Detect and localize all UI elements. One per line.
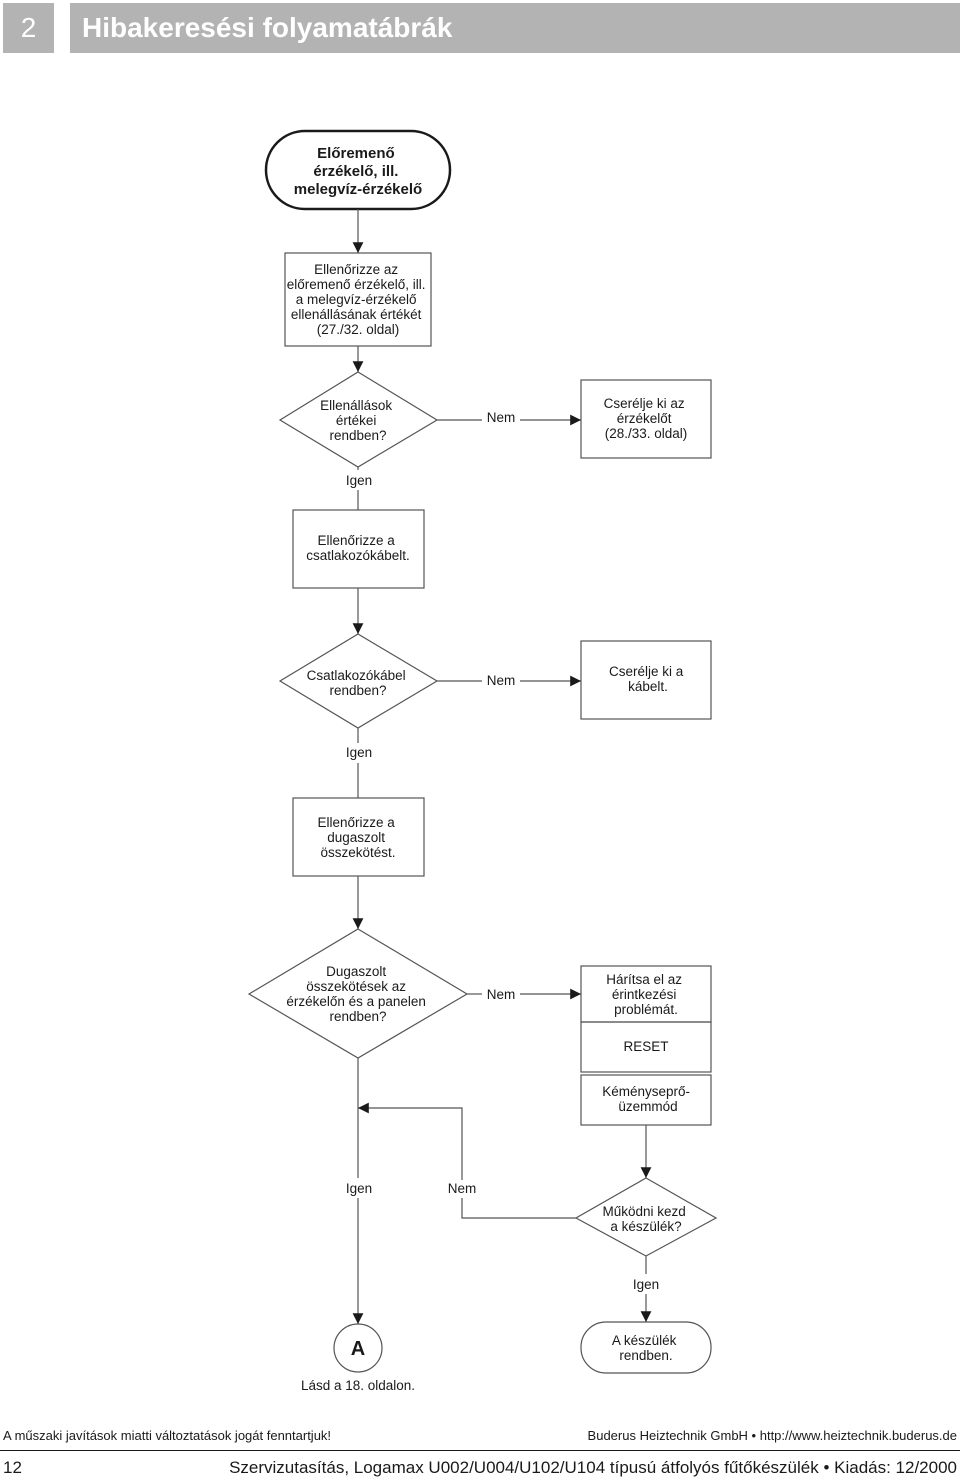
label-yes-resistance: Igen: [346, 473, 372, 488]
replace-sensor-label: Cserélje ki az érzékelőt (28./33. oldal): [604, 396, 689, 441]
label-no-works: Nem: [448, 1181, 477, 1196]
replace-cable-label: Cserélje ki a kábelt.: [609, 664, 687, 694]
document-title: Szervizutasítás, Logamax U002/U004/U102/…: [229, 1458, 957, 1477]
decision-cable-label: Csatlakozókábel rendben?: [307, 668, 410, 698]
edge-works-no: [461, 1198, 576, 1219]
label-no-cable: Nem: [487, 673, 516, 688]
device-ok-label: A készülék rendben.: [612, 1333, 680, 1363]
label-no-plug: Nem: [487, 987, 516, 1002]
reset-box: [580, 1021, 712, 1073]
decision-resistance-label: Ellenállások értékei rendben?: [320, 398, 396, 443]
footer-disclaimer: A műszaki javítások miatti változtatások…: [3, 1428, 332, 1443]
start-label: Előremenő érzékelő, ill. melegvíz-érzéke…: [294, 145, 422, 198]
connector-a-note: Lásd a 18. oldalon.: [301, 1378, 415, 1393]
check-plug-label: Ellenőrizze a dugaszolt összekötést.: [317, 815, 398, 860]
footer-company: Buderus Heiztechnik GmbH • http://www.he…: [587, 1428, 957, 1443]
check-cable-label: Ellenőrizze a csatlakozókábelt.: [306, 533, 410, 563]
fix-contact-label: Hárítsa el az érintkezési problémát.: [606, 972, 686, 1017]
chapter-number: 2: [3, 3, 54, 53]
label-yes-plug: Igen: [346, 1181, 372, 1196]
page-number: 12: [3, 1458, 22, 1477]
replace-cable-box: [580, 640, 712, 720]
label-yes-works: Igen: [633, 1277, 659, 1292]
check-resistance-label: Ellenőrizze az előremenő érzékelő, ill. …: [287, 262, 430, 337]
label-yes-cable: Igen: [346, 745, 372, 760]
label-no-resistance: Nem: [487, 410, 516, 425]
decision-plug-label: Dugaszolt összekötések az érzékelőn és a…: [286, 964, 429, 1024]
page-title: Hibakeresési folyamatábrák: [70, 3, 960, 53]
footer-divider: [0, 1450, 960, 1451]
reset-label: RESET: [623, 1039, 668, 1054]
connector-a-label: A: [351, 1338, 365, 1360]
chimney-mode-label: Kéményseprő- üzemmód: [602, 1084, 694, 1114]
troubleshooting-flowchart: Előremenő érzékelő, ill. melegvíz-érzéke…: [247, 129, 718, 1393]
decision-works-label: Működni kezd a készülék?: [602, 1204, 689, 1234]
edge-no-loop: [358, 1102, 463, 1180]
replace-sensor-box: [580, 379, 712, 459]
